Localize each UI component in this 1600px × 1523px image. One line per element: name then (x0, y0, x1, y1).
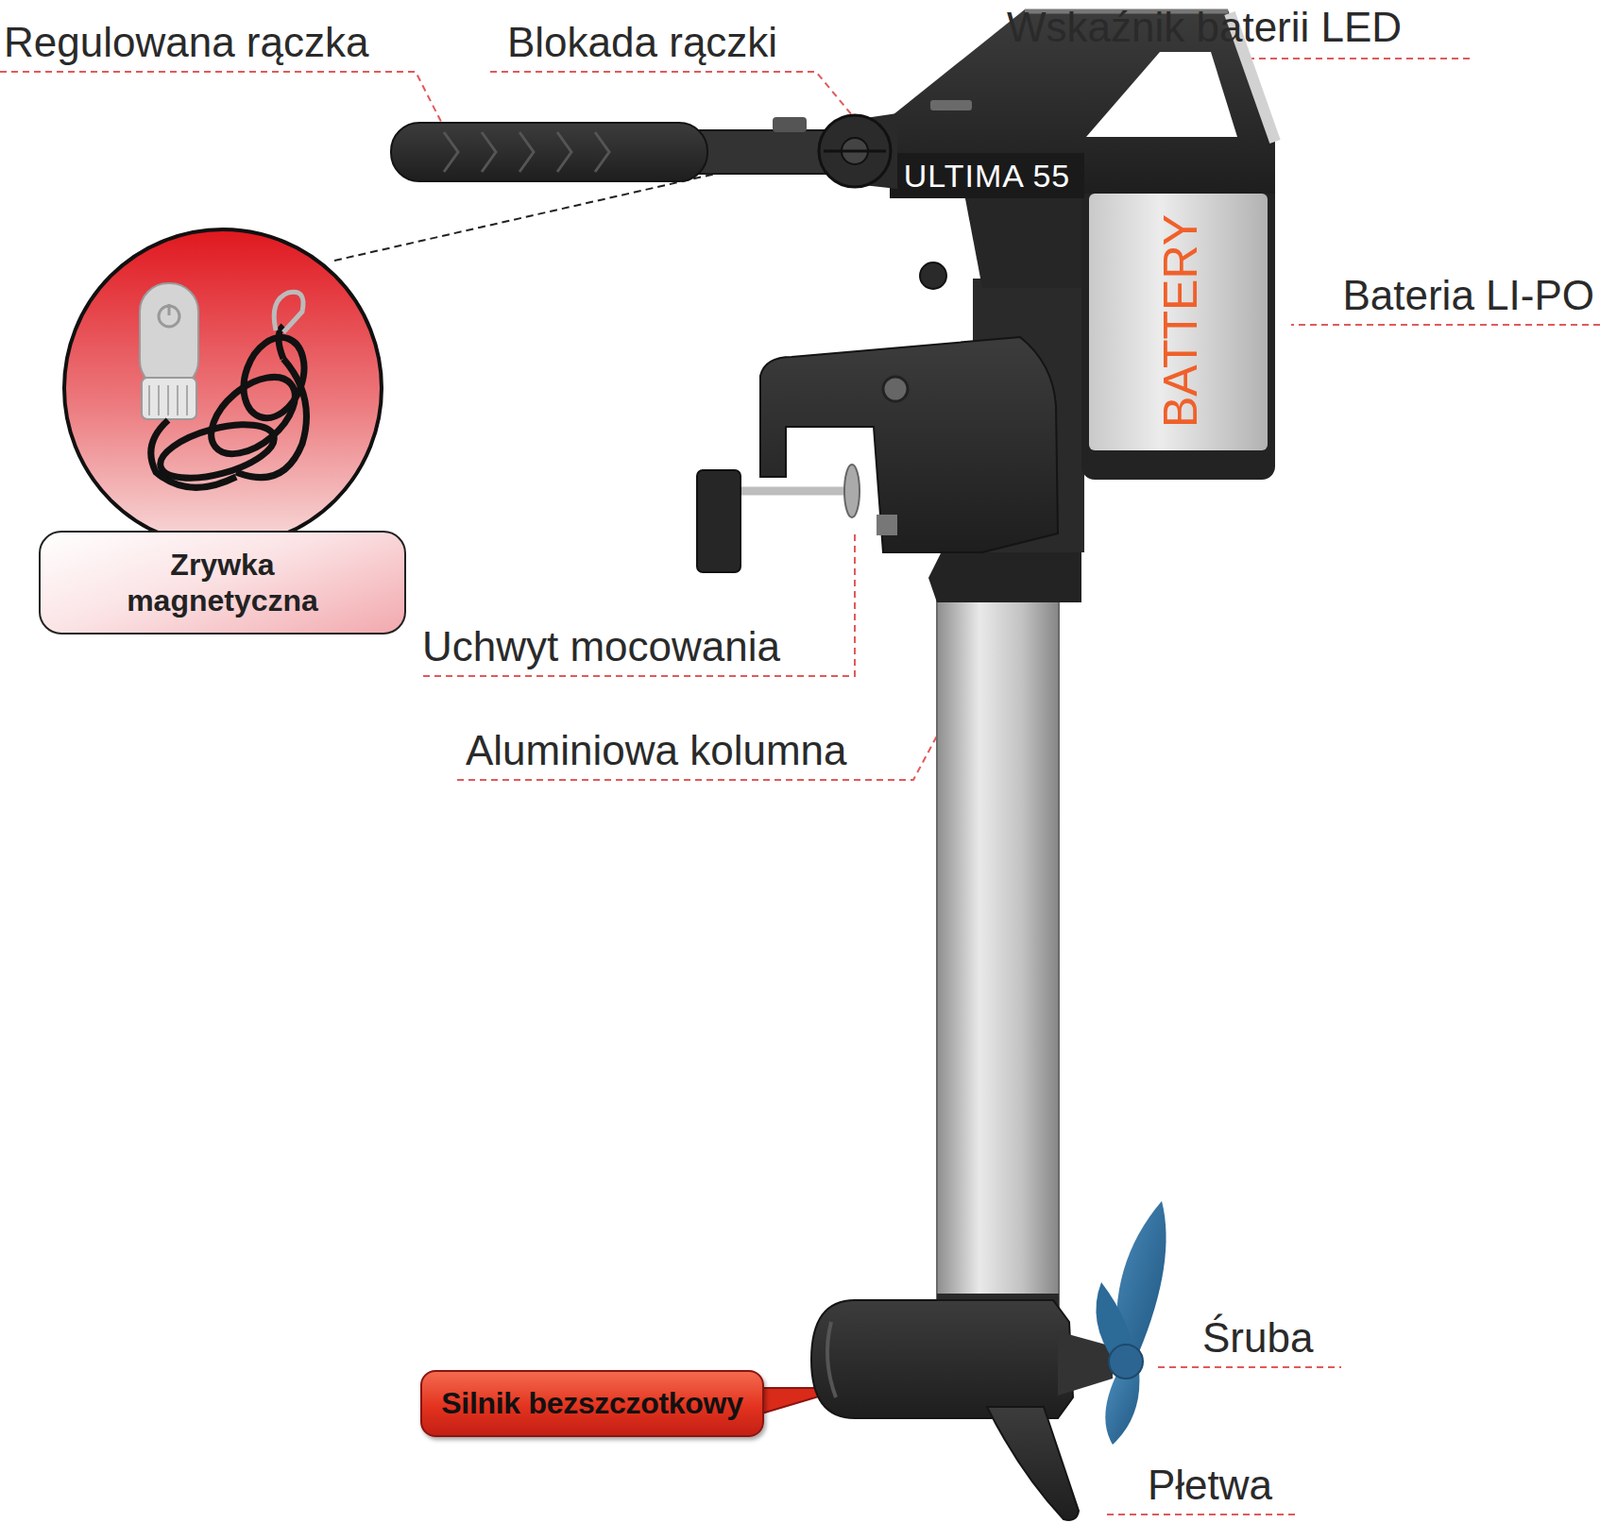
leader-line (1157, 1366, 1342, 1369)
model-strip (889, 153, 1085, 199)
part-label: Wskaźnik baterii LED (1006, 3, 1402, 52)
led-indicator (930, 100, 972, 111)
aluminium-column (936, 595, 1059, 1309)
model-name: ULTIMA 55 (903, 159, 1072, 192)
part-label: Blokada rączki (507, 18, 778, 68)
part-label: Regulowana rączka (3, 18, 369, 68)
leader-line (0, 71, 460, 157)
lanyard-cord (151, 325, 315, 489)
clamp-bracket (760, 337, 1058, 553)
carry-hole (1086, 51, 1238, 137)
callout-box: Zrywka magnetyczna (38, 530, 407, 635)
leader-line (423, 533, 855, 677)
carabiner (273, 291, 304, 333)
power-symbol (168, 304, 171, 316)
part-label: Uchwyt mocowania (422, 623, 781, 672)
handle-lock-knob (818, 115, 891, 188)
part-label: Płetwa (1147, 1462, 1273, 1511)
motor-pod (811, 1300, 1073, 1419)
pod-highlight (827, 1322, 836, 1398)
part-label: Śruba (1202, 1314, 1313, 1363)
leader-line (490, 71, 862, 127)
tilt-knob (919, 262, 947, 290)
leader-line (457, 700, 956, 781)
leader-line (1106, 1514, 1296, 1516)
key-ribs (149, 385, 188, 416)
leader-line (1291, 323, 1600, 326)
callout-text: Zrywka magnetyczna (100, 546, 346, 620)
clamp-pad (844, 464, 860, 518)
handle-lock-knob (823, 150, 886, 154)
column-collar (928, 545, 1082, 603)
tiller-button (772, 117, 807, 133)
part-label: Aluminiowa kolumna (465, 727, 848, 776)
grip-pattern (443, 132, 610, 172)
battery-print: BATTERY (1157, 214, 1205, 428)
battery-frame (1081, 153, 1276, 480)
circle-frame (64, 229, 382, 547)
clamp-screw (727, 487, 851, 496)
leader-lines (0, 58, 1600, 1515)
head-neck (963, 188, 1087, 289)
key-body (139, 283, 199, 390)
key-grip (141, 377, 197, 420)
bracket-pin (876, 514, 898, 536)
tiller-grip (391, 122, 708, 182)
outboard-motor (391, 9, 1276, 1521)
kill-switch-circle (64, 229, 382, 547)
callout-tag: Silnik bezszczotkowy (420, 1370, 765, 1438)
part-label: Bateria LI-PO (1342, 272, 1595, 321)
propeller-hub (1108, 1344, 1143, 1379)
callout-text: Silnik bezszczotkowy (441, 1385, 743, 1422)
bracket-bolt (883, 376, 908, 402)
skeg-fin (987, 1407, 1079, 1521)
clamp-handle (697, 470, 741, 573)
battery-pack (1089, 193, 1268, 451)
propeller-blade (1105, 1371, 1140, 1446)
